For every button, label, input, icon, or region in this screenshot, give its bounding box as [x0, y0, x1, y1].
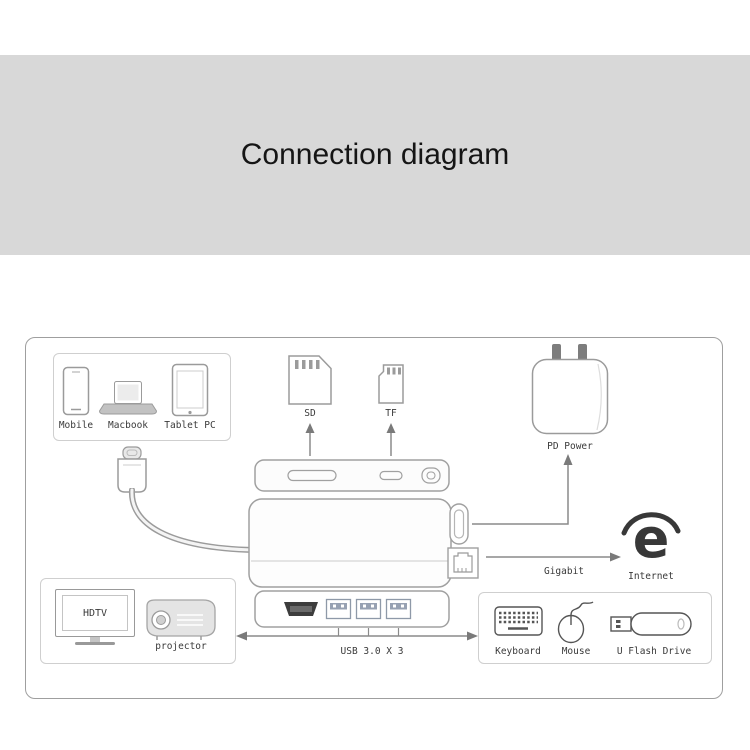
- hub-bottom-ports: [254, 590, 450, 628]
- hdtv-screen: HDTV: [55, 589, 135, 637]
- tablet-label: Tablet PC: [164, 420, 216, 431]
- gigabit-label: Gigabit: [543, 566, 585, 577]
- arrow-to-sd: [304, 423, 316, 456]
- arrow-to-peripherals: [236, 618, 478, 644]
- sd-card-icon: [288, 355, 332, 405]
- tablet-icon: [171, 363, 209, 417]
- flash-drive-label: U Flash Drive: [616, 646, 692, 657]
- mobile-label: Mobile: [58, 420, 94, 431]
- mouse-label: Mouse: [561, 646, 591, 657]
- display-devices-box: [40, 578, 236, 664]
- projector-label: projector: [155, 641, 207, 652]
- hdtv-icon: HDTV: [54, 589, 136, 645]
- usb-flash-drive-icon: [610, 610, 694, 638]
- usb-a-ports: [325, 598, 412, 620]
- page-title: Connection diagram: [240, 138, 510, 171]
- tf-card-icon: [378, 364, 404, 404]
- arrow-to-tf: [385, 423, 397, 456]
- hub-body: [248, 498, 480, 590]
- macbook-icon: [99, 381, 157, 418]
- mouse-icon: [556, 600, 596, 644]
- arrow-to-internet: [486, 549, 622, 565]
- projector-icon: [143, 596, 219, 642]
- source-devices-box: [53, 353, 231, 441]
- peripherals-box: [478, 592, 712, 664]
- hdtv-label: HDTV: [62, 595, 128, 631]
- connection-diagram-frame: [25, 337, 723, 699]
- mobile-phone-icon: [62, 366, 90, 416]
- hdtv-stand-base: [75, 642, 115, 645]
- arrow-to-power: [472, 452, 576, 528]
- usb3-label: USB 3.0 X 3: [340, 646, 404, 657]
- title-banner: Connection diagram: [0, 55, 750, 255]
- keyboard-label: Keyboard: [495, 646, 541, 657]
- internet-e-icon: e: [621, 506, 681, 568]
- usb-c-plug-icon: [108, 446, 156, 494]
- keyboard-icon: [494, 602, 544, 638]
- power-adapter-icon: [528, 342, 612, 436]
- sd-label: SD: [304, 408, 316, 419]
- macbook-label: Macbook: [107, 420, 149, 431]
- pd-power-label: PD Power: [547, 441, 593, 452]
- usb-c-cable: [104, 488, 256, 558]
- hub-top-view: [254, 459, 450, 492]
- tf-label: TF: [385, 408, 397, 419]
- hdtv-stand-neck: [90, 637, 100, 642]
- internet-label: Internet: [628, 571, 674, 582]
